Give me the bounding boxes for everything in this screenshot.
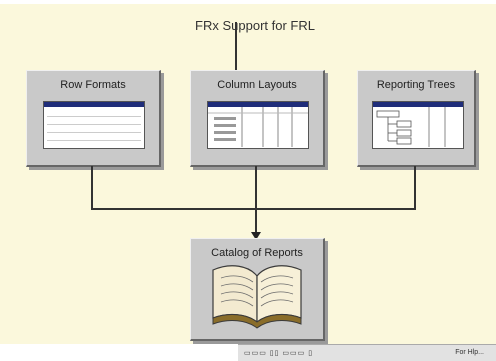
row-formats-thumbnail [43, 101, 145, 149]
toolbar-icons: ▭▭▭ ▯▯ ▭▭▭ ▯ [244, 350, 314, 357]
column-layouts-box: Column Layouts [190, 70, 325, 167]
column-layouts-thumbnail [207, 101, 309, 149]
row-formats-label: Row Formats [60, 79, 126, 91]
arrowhead-down [251, 232, 261, 240]
title-connector [235, 22, 237, 70]
connector-center-down [255, 166, 257, 232]
bottom-toolbar-strip: ▭▭▭ ▯▯ ▭▭▭ ▯ For Hlp... [238, 344, 496, 361]
catalog-label: Catalog of Reports [211, 247, 303, 259]
toolbar-status-text: For Hlp... [455, 349, 484, 356]
reporting-trees-thumbnail [372, 101, 464, 149]
reporting-trees-label: Reporting Trees [376, 79, 456, 91]
row-formats-box: Row Formats [26, 70, 161, 167]
diagram-title: FRx Support for FRL [195, 18, 315, 33]
column-layouts-label: Column Layouts [217, 79, 297, 91]
reporting-trees-box: Reporting Trees [357, 70, 476, 167]
connector-left-down [91, 166, 93, 210]
open-book-icon [212, 265, 302, 329]
connector-right-down [414, 166, 416, 210]
connector-horizontal [91, 208, 416, 210]
